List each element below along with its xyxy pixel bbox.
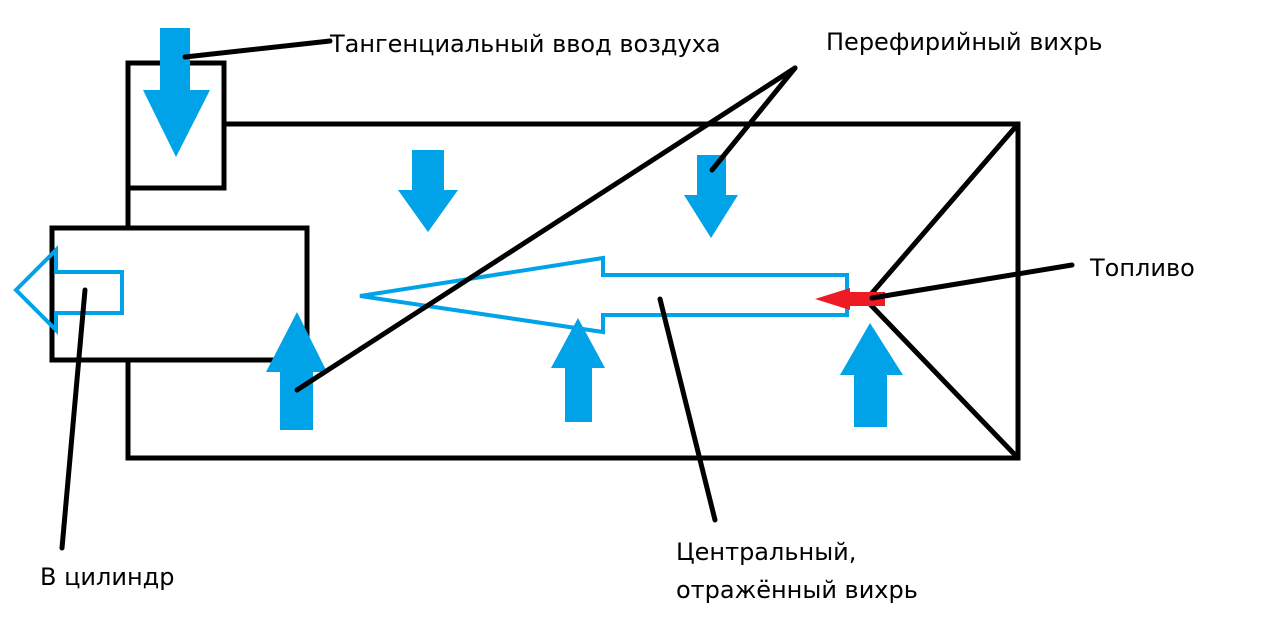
cone-end [862, 121, 1021, 461]
arrow-up-icon [551, 318, 605, 422]
inlet-arrow-down-icon [143, 28, 210, 157]
central-vortex-arrow-icon [359, 255, 849, 335]
arrow-down-icon [684, 155, 738, 238]
peripheral-vortex-label: Перефирийный вихрь [826, 28, 1103, 56]
arrow-up-icon [840, 323, 903, 427]
fuel-arrow-icon [815, 288, 885, 310]
leader-line [294, 65, 798, 393]
fuel-label: Топливо [1089, 254, 1195, 282]
outlet-arrow-left-icon [13, 245, 124, 335]
leader-line [182, 38, 333, 60]
central-vortex-label-line1: Центральный, [676, 538, 856, 566]
arrow-down-icon [398, 150, 458, 232]
leader-line [59, 287, 88, 551]
leader-lines [59, 38, 1075, 551]
to-cylinder-label: В цилиндр [40, 563, 174, 591]
leader-line [657, 296, 718, 523]
central-vortex-label-line2: отражённый вихрь [676, 576, 918, 604]
air-flow-arrows [143, 28, 903, 430]
arrow-up-icon [266, 312, 327, 430]
outlet-tube [49, 225, 310, 363]
leader-line [709, 65, 798, 173]
air-inlet-label: Тангенциальный ввод воздуха [329, 30, 721, 58]
leader-line [869, 262, 1075, 301]
